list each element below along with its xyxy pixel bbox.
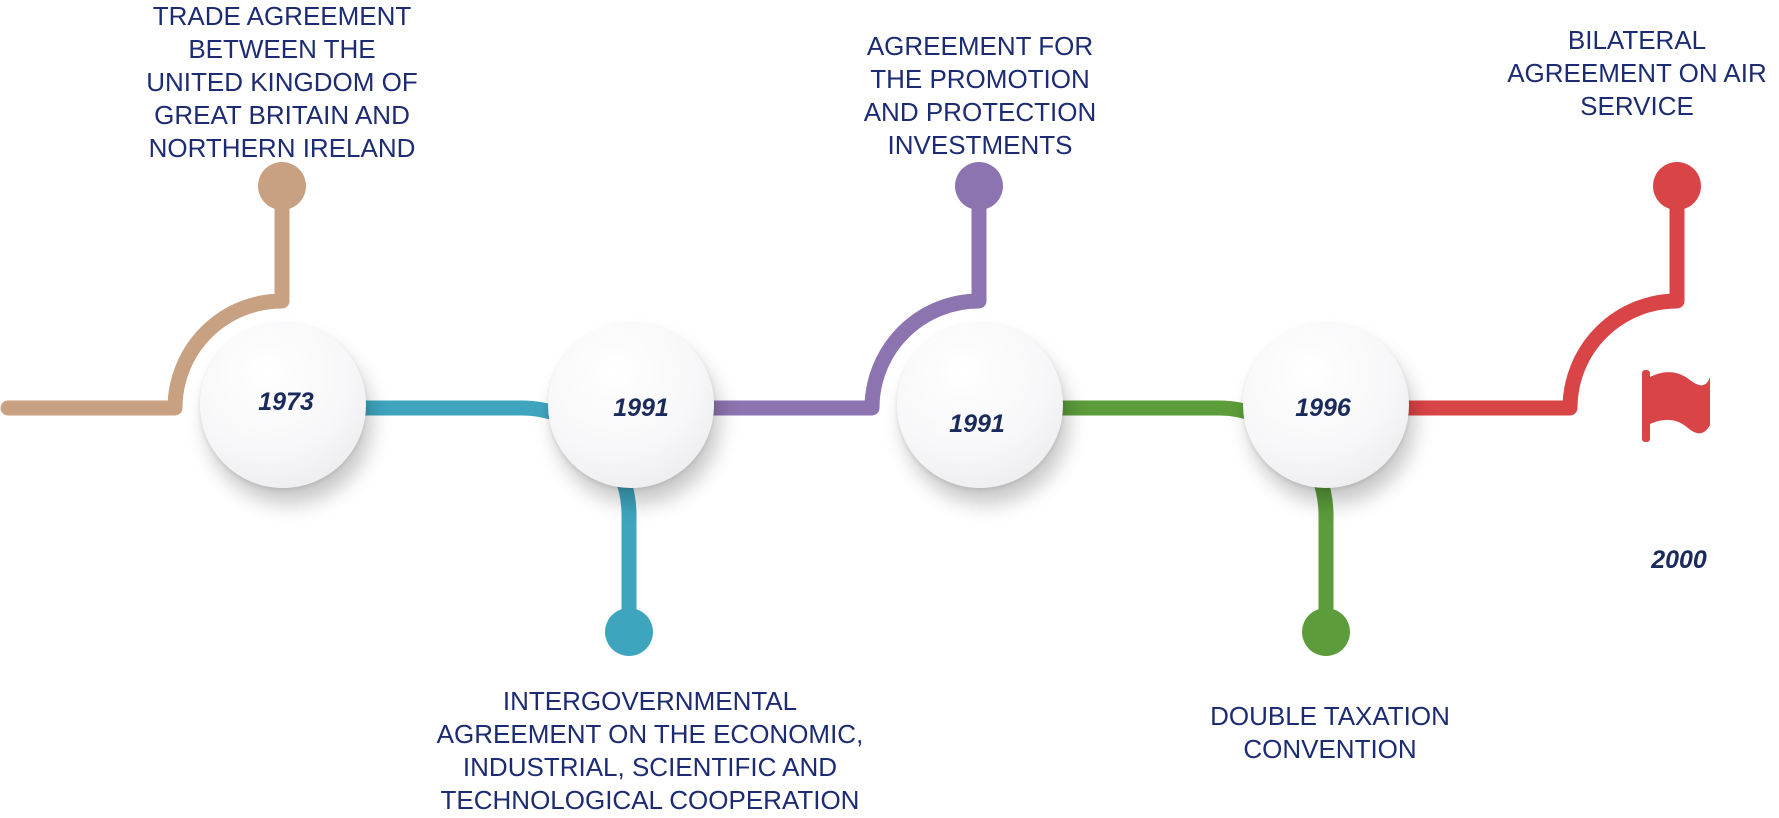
- event-label-line: INDUSTRIAL, SCIENTIFIC AND: [462, 752, 838, 782]
- connector-2000: [1399, 178, 1685, 416]
- event-label-line: BILATERAL: [1567, 25, 1707, 55]
- event-label-line: TECHNOLOGICAL COOPERATION: [440, 785, 860, 815]
- node-dot-2000: [1653, 162, 1701, 210]
- node-dot-1996: [1302, 608, 1350, 656]
- connector-1973: [0, 178, 290, 416]
- event-label-1973: TRADE AGREEMENT BETWEEN THE UNITED KINGD…: [112, 0, 452, 165]
- event-label-line: NORTHERN IRELAND: [148, 133, 416, 163]
- event-label-line: GREAT BRITAIN AND: [154, 100, 410, 130]
- flag-icon: [1642, 370, 1710, 442]
- year-label-1996: 1996: [1295, 394, 1351, 422]
- event-label-line: BETWEEN THE: [188, 34, 376, 64]
- event-label-1991-a: INTERGOVERNMENTAL AGREEMENT ON THE ECONO…: [400, 685, 900, 817]
- year-circle-1973: [200, 322, 366, 488]
- event-label-2000: BILATERAL AGREEMENT ON AIR SERVICE: [1497, 24, 1777, 123]
- year-circle-1991-b: [897, 322, 1063, 488]
- event-label-line: CONVENTION: [1243, 734, 1417, 764]
- event-label-line: AND PROTECTION: [863, 97, 1097, 127]
- year-label-1991-a: 1991: [613, 394, 669, 422]
- node-dot-1973: [258, 162, 306, 210]
- year-circle-1991-a: [548, 322, 714, 488]
- event-label-line: AGREEMENT ON AIR: [1507, 58, 1767, 88]
- year-label-1991-b: 1991: [949, 410, 1005, 438]
- event-label-line: INVESTMENTS: [887, 130, 1073, 160]
- year-label-1973: 1973: [258, 388, 314, 416]
- node-dot-1991-b: [955, 162, 1003, 210]
- event-label-line: AGREEMENT ON THE ECONOMIC,: [436, 719, 864, 749]
- node-dot-1991-a: [605, 608, 653, 656]
- year-label-2000: 2000: [1651, 546, 1707, 574]
- event-label-line: TRADE AGREEMENT: [152, 1, 412, 31]
- event-label-line: DOUBLE TAXATION: [1210, 701, 1450, 731]
- event-label-line: THE PROMOTION: [870, 64, 1090, 94]
- event-label-line: INTERGOVERNMENTAL: [502, 686, 798, 716]
- event-label-1991-b: AGREEMENT FOR THE PROMOTION AND PROTECTI…: [820, 30, 1140, 162]
- connector-1991-b: [697, 178, 987, 416]
- event-label-1996: DOUBLE TAXATION CONVENTION: [1175, 700, 1485, 766]
- event-label-line: SERVICE: [1580, 91, 1694, 121]
- event-label-line: AGREEMENT FOR: [866, 31, 1094, 61]
- year-circle-1996: [1243, 322, 1409, 488]
- event-label-line: UNITED KINGDOM OF: [146, 67, 418, 97]
